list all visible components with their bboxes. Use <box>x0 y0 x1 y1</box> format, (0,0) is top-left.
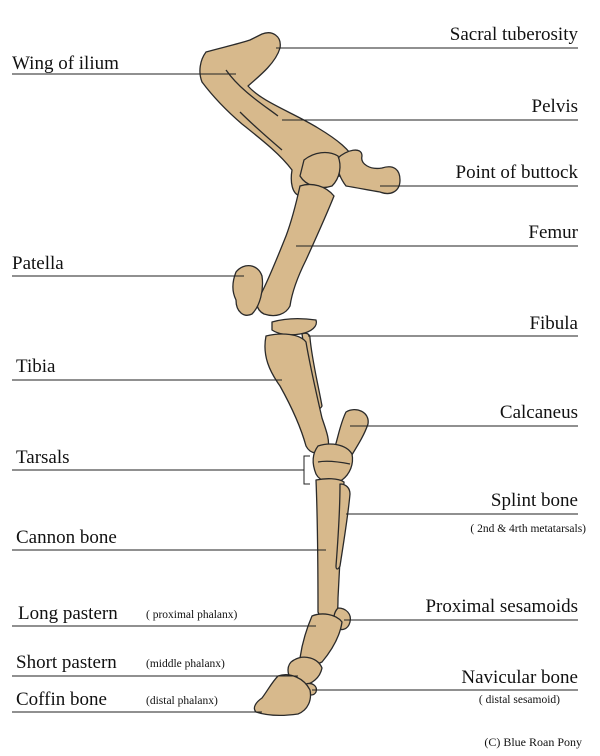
point-of-buttock-bone <box>336 149 401 195</box>
tarsal-line <box>317 460 351 465</box>
label-point-of-buttock: Point of buttock <box>456 162 579 183</box>
label-tarsals: Tarsals <box>16 447 70 468</box>
pelvis-inner-line <box>225 69 279 117</box>
label-calcaneus: Calcaneus <box>500 402 578 423</box>
coffin-bone-shape <box>253 674 312 716</box>
tarsals-bones <box>312 443 354 483</box>
labels: Sacral tuberosity Wing of ilium Pelvis P… <box>12 24 586 749</box>
label-coffin-bone: Coffin bone <box>16 689 107 710</box>
label-coffin-bone-note: (distal phalanx) <box>146 695 218 707</box>
label-wing-of-ilium: Wing of ilium <box>12 53 119 74</box>
pelvis-crest <box>299 151 341 189</box>
label-pelvis: Pelvis <box>532 96 578 117</box>
label-splint-bone-note: ( 2nd & 4rth metatarsals) <box>470 523 586 535</box>
label-long-pastern-note: ( proximal phalanx) <box>146 609 238 621</box>
pelvis-inner-line-2 <box>239 111 283 151</box>
label-cannon-bone: Cannon bone <box>16 527 117 548</box>
label-tibia: Tibia <box>16 356 56 377</box>
label-patella: Patella <box>12 253 64 274</box>
label-splint-bone: Splint bone <box>491 490 578 511</box>
long-pastern-bone <box>299 613 343 665</box>
label-fibula: Fibula <box>529 313 578 334</box>
label-proximal-sesamoids: Proximal sesamoids <box>425 596 578 617</box>
leader-lines <box>12 47 578 713</box>
patella-bone <box>232 265 264 316</box>
tarsals-bracket <box>303 455 310 485</box>
label-long-pastern: Long pastern <box>18 603 118 624</box>
label-navicular-bone: Navicular bone <box>461 667 578 688</box>
label-short-pastern-note: (middle phalanx) <box>146 658 225 670</box>
bones <box>199 32 401 716</box>
splint-bone <box>335 483 351 570</box>
copyright-credit: (C) Blue Roan Pony <box>484 735 582 749</box>
label-short-pastern: Short pastern <box>16 652 117 673</box>
label-femur: Femur <box>528 222 578 243</box>
tibia-head <box>271 318 318 336</box>
label-sacral-tuberosity: Sacral tuberosity <box>450 24 579 45</box>
label-navicular-bone-note: ( distal sesamoid) <box>479 694 560 706</box>
femur-bone <box>256 183 335 317</box>
